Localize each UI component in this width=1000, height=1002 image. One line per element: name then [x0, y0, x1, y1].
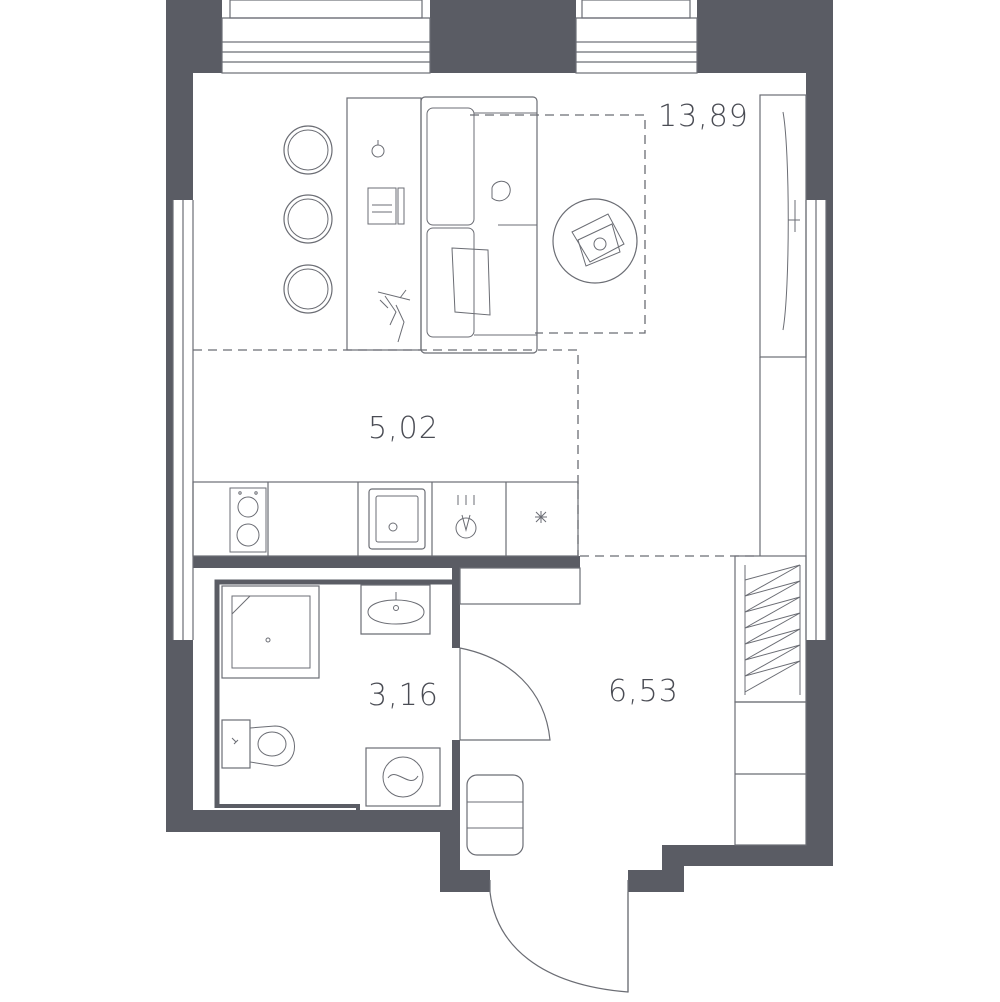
window-icon	[221, 0, 431, 74]
pouf-icon	[466, 774, 524, 856]
wall-bottom-right	[662, 845, 833, 866]
washing-machine-icon	[365, 747, 441, 807]
sink-icon	[368, 488, 426, 550]
desk-icon	[346, 97, 422, 351]
coffee-table-icon	[552, 198, 638, 284]
wall-left-lower	[166, 640, 193, 832]
wall-left-pier	[166, 200, 173, 640]
wall-right-pier	[826, 200, 833, 640]
door-swing-icon	[489, 880, 629, 993]
window-icon	[172, 200, 194, 640]
bar-stool-icon	[283, 194, 333, 244]
window-icon	[805, 200, 827, 640]
wall-right-upper	[806, 0, 833, 200]
wall-bath-right-lower	[452, 740, 460, 832]
wall-top-middle	[430, 0, 576, 73]
kitchen-counter	[192, 481, 579, 557]
kitchen-furniture	[192, 481, 579, 557]
plant-icon	[377, 289, 411, 343]
bath-inner-outline	[214, 579, 452, 808]
tv-icon	[759, 94, 807, 358]
area-labels: 13,89 5,02 3,16 6,53	[368, 99, 749, 713]
fridge-icon	[535, 511, 547, 523]
wall-bath-right-upper	[452, 568, 460, 648]
bar-stool-icon	[283, 264, 333, 314]
area-label-kitchen: 5,02	[368, 411, 439, 446]
toilet-icon	[221, 719, 295, 769]
washbasin-icon	[360, 584, 431, 635]
windows	[172, 0, 827, 640]
living-furniture	[283, 94, 807, 556]
faucet-icon	[455, 495, 477, 539]
wall-entry-left-foot	[440, 870, 490, 892]
sofa-icon	[420, 96, 538, 354]
area-label-bathroom: 3,16	[368, 678, 439, 713]
wall-right-lower	[806, 640, 833, 866]
wall-left-upper	[166, 0, 193, 200]
area-label-living: 13,89	[658, 99, 749, 134]
stove-icon	[229, 487, 267, 553]
wall-partition-kitchen-bath	[193, 556, 580, 568]
rug-outline	[470, 114, 646, 334]
door-swing-icon	[459, 647, 551, 741]
wall-bottom-left	[166, 810, 460, 832]
hallway-furniture	[459, 555, 807, 993]
window-icon	[575, 0, 698, 74]
zone-boundaries	[193, 114, 760, 557]
bath-inner-step	[217, 804, 360, 810]
wardrobe-icon	[734, 555, 807, 846]
hall-shelf	[459, 567, 581, 605]
area-label-hallway: 6,53	[608, 674, 679, 709]
shower-tray-icon	[221, 585, 320, 679]
kitchen-zone-boundary	[193, 349, 579, 556]
bar-stool-icon	[283, 125, 333, 175]
walls	[166, 0, 833, 892]
bathroom-furniture	[221, 584, 441, 807]
